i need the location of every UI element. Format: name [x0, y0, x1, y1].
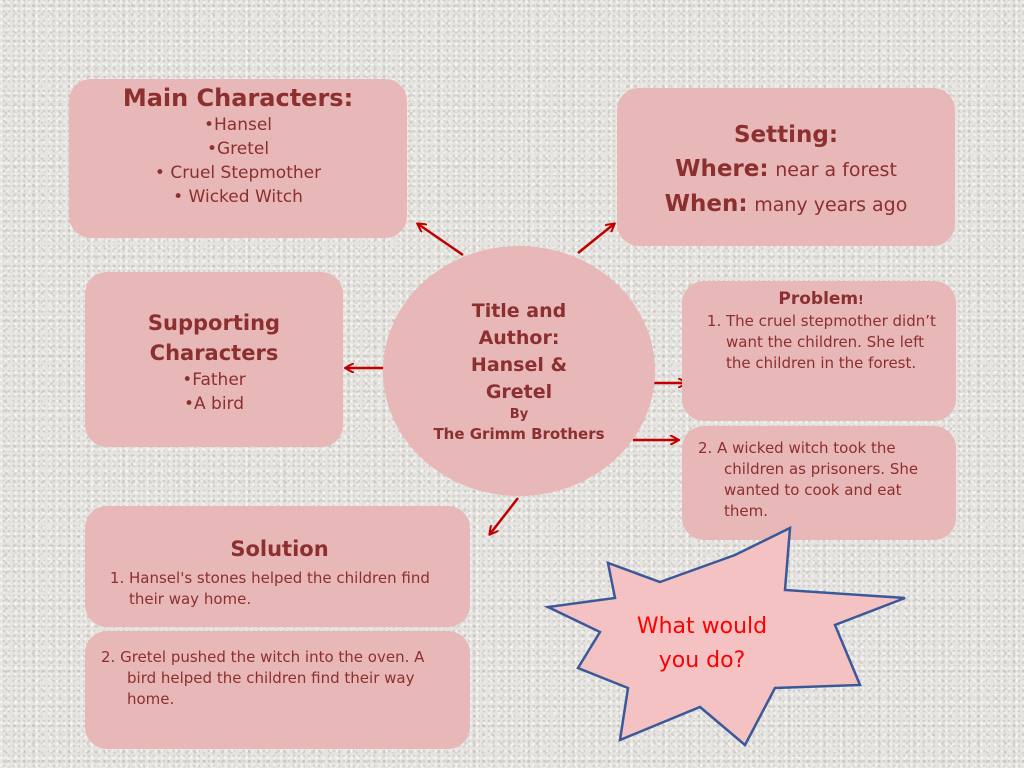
author-name: The Grimm Brothers [433, 425, 605, 443]
title-line-2: Author: [478, 327, 560, 349]
list-item: •Father [182, 370, 246, 390]
list-item: • Wicked Witch [173, 187, 303, 207]
arrow-to-main-characters [418, 224, 464, 257]
starburst-text: What would you do? [612, 610, 792, 678]
problem-box-1: Problem! The cruel stepmother didn’t wan… [682, 281, 956, 421]
problem-list: The cruel stepmother didn’t want the chi… [698, 311, 944, 374]
setting-when-row: When: many years ago [617, 187, 955, 222]
setting-when-value: many years ago [754, 194, 908, 216]
list-item: •Hansel [203, 115, 273, 135]
supporting-characters-list: •Father •A bird [85, 368, 343, 416]
list-item: •Gretel [206, 139, 270, 159]
list-item: •A bird [183, 394, 245, 414]
supporting-characters-box: Supporting Characters •Father •A bird [85, 272, 343, 447]
supporting-heading-line1: Supporting [147, 311, 281, 335]
starburst-text-line2: you do? [658, 648, 746, 673]
title-line-4: Gretel [485, 381, 553, 403]
solution-item-2: 2. Gretel pushed the witch into the oven… [101, 648, 425, 708]
arrow-to-solution [490, 497, 519, 534]
setting-where-row: Where: near a forest [617, 152, 955, 187]
problem-heading-text: Problem [778, 289, 859, 309]
list-item: • Cruel Stepmother [154, 163, 322, 183]
setting-box: Setting: Where: near a forest When: many… [617, 88, 955, 246]
title-line-1: Title and [471, 300, 567, 322]
solution-list: Hansel's stones helped the children find… [101, 568, 458, 610]
problem-item-2: 2. A wicked witch took the children as p… [698, 439, 919, 520]
solution-box-2: 2. Gretel pushed the witch into the oven… [85, 631, 470, 749]
solution-box-1: Solution Hansel's stones helped the chil… [85, 506, 470, 627]
title-author-circle: Title and Author: Hansel & Gretel By The… [383, 246, 655, 496]
starburst-polygon [543, 525, 906, 747]
starburst-text-line1: What would [636, 614, 768, 639]
list-item: Hansel's stones helped the children find… [129, 568, 458, 610]
problem-box-2: 2. A wicked witch took the children as p… [682, 426, 956, 540]
arrow-to-setting [577, 224, 614, 254]
by-label: By [509, 407, 529, 422]
setting-where-label: Where: [675, 156, 769, 182]
problem-heading-suffix: ! [858, 293, 864, 307]
setting-heading: Setting: [733, 122, 839, 148]
title-line-3: Hansel & [470, 354, 568, 376]
setting-where-value: near a forest [775, 159, 897, 181]
main-characters-box: Main Characters: •Hansel •Gretel • Cruel… [69, 79, 407, 238]
solution-heading: Solution [230, 537, 329, 561]
list-item: The cruel stepmother didn’t want the chi… [726, 311, 944, 374]
setting-when-label: When: [664, 191, 748, 217]
main-characters-list: •Hansel •Gretel • Cruel Stepmother • Wic… [69, 113, 407, 209]
main-characters-heading: Main Characters: [122, 84, 354, 112]
supporting-heading-line2: Characters [149, 341, 279, 365]
problem-heading: Problem! [698, 289, 944, 311]
